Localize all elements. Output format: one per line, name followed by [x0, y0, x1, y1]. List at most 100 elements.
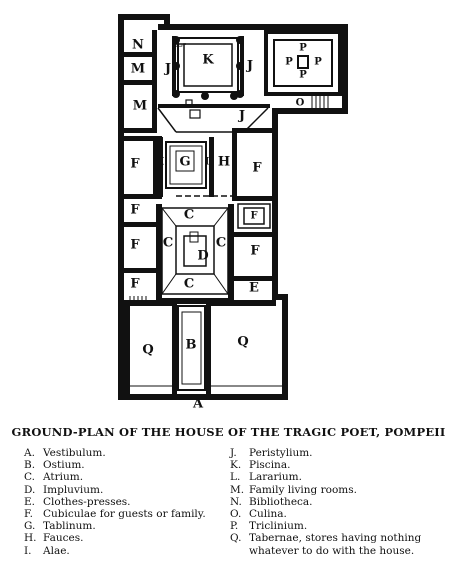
atrium-outline	[160, 207, 230, 295]
legend-key: K.	[230, 459, 242, 472]
legend-text: Triclinium.	[249, 520, 308, 533]
label-i-right: I	[205, 157, 210, 168]
legend-key: B.	[24, 459, 36, 472]
legend-item: P. Triclinium.	[230, 520, 442, 532]
floor-plan: N M M J K J J P P P P L O F G I I H F F …	[118, 14, 348, 412]
label-e: E	[249, 281, 259, 296]
legend-key: F.	[24, 508, 33, 521]
legend-text: Fauces.	[43, 532, 84, 545]
legend-item: K. Piscina.	[230, 459, 442, 471]
label-i-left: I	[160, 157, 165, 168]
legend-text: Ostium.	[43, 459, 85, 472]
legend-text: Alae.	[43, 544, 70, 557]
legend-item: E. Clothes-presses.	[24, 496, 224, 508]
legend-key: P.	[230, 520, 239, 533]
label-m-2: M	[133, 99, 147, 114]
room-labels: N M M J K J J P P P P L O F G I I H F F …	[130, 38, 322, 412]
label-q-right: Q	[237, 335, 248, 350]
label-p-bottom: P	[299, 70, 307, 81]
legend-text: Vestibulum.	[43, 447, 106, 459]
lararium-marks	[185, 99, 201, 119]
label-f-2: F	[252, 161, 262, 176]
label-j-lower: J	[238, 109, 245, 124]
legend-item: F. Cubiculae for guests or family.	[24, 508, 224, 520]
label-h: H	[218, 155, 230, 170]
legend-key: Q.	[230, 532, 242, 545]
legend-key: I.	[24, 544, 32, 557]
legend-item: D. Impluvium.	[24, 484, 224, 496]
legend-text: Atrium.	[43, 471, 84, 484]
label-p-left: P	[285, 57, 293, 68]
legend-item: J. Peristylium.	[230, 447, 442, 459]
legend-item: N. Bibliotheca.	[230, 496, 442, 508]
legend-item: L. Lararium.	[230, 471, 442, 483]
legend-text: Tabernae, stores having nothing whatever…	[249, 532, 422, 557]
label-f-7: F	[130, 277, 140, 292]
legend-text: Cubiculae for guests or family.	[43, 508, 206, 521]
legend-item: G. Tablinum.	[24, 520, 224, 532]
legend-item: C. Atrium.	[24, 471, 224, 483]
legend-text: Bibliotheca.	[249, 495, 313, 508]
legend-item: A. Vestibulum.	[24, 447, 224, 459]
legend-key: C.	[24, 471, 35, 484]
label-f-4: F	[250, 211, 257, 222]
legend-text: Culina.	[249, 508, 287, 521]
legend-key: L.	[230, 471, 241, 484]
label-c-bottom: C	[184, 277, 194, 292]
label-c-left: C	[163, 236, 173, 251]
label-f-6: F	[250, 244, 260, 259]
legend-key: A.	[24, 447, 35, 459]
label-j-right: J	[246, 59, 253, 74]
label-q-left: Q	[142, 343, 153, 358]
legend-text: Piscina.	[249, 459, 291, 472]
legend-text: Clothes-presses.	[43, 495, 131, 508]
label-j-left: J	[164, 62, 171, 77]
tablinum-outline	[165, 141, 232, 197]
floor-plan-drawing: N M M J K J J P P P P L O F G I I H F F …	[118, 14, 348, 412]
legend-text: Impluvium.	[43, 483, 104, 496]
stairs	[129, 94, 329, 304]
legend-key: D.	[24, 483, 36, 496]
portico-lines	[157, 43, 269, 133]
legend-item: B. Ostium.	[24, 459, 224, 471]
label-g: G	[179, 155, 190, 170]
label-l: L	[175, 39, 182, 50]
label-m-1: M	[131, 62, 145, 77]
legend-key: H.	[24, 532, 37, 545]
legend-key: O.	[230, 508, 242, 521]
legend-key: G.	[24, 520, 36, 533]
legend-key: N.	[230, 495, 242, 508]
legend-text: Lararium.	[249, 471, 302, 484]
label-c-right: C	[216, 236, 226, 251]
legend-right-column: J. Peristylium. K. Piscina. L. Lararium. M. Fam…	[230, 447, 442, 557]
legend-item: I. Alae.	[24, 545, 224, 557]
label-a: A	[192, 397, 204, 412]
label-f-1: F	[130, 157, 140, 172]
ostium-frame	[177, 305, 206, 391]
label-k: K	[202, 53, 214, 68]
legend-text: Tablinum.	[43, 520, 96, 533]
label-p-right: P	[314, 57, 322, 68]
legend-item: O. Culina.	[230, 508, 442, 520]
legend-key: E.	[24, 495, 36, 508]
peristyle-columns	[172, 36, 244, 100]
label-n: N	[132, 38, 144, 53]
label-c-top: C	[184, 208, 194, 223]
legend-item: Q. Tabernae, stores having nothing whatev…	[230, 532, 442, 556]
legend-item: M. Family living rooms.	[230, 484, 442, 496]
label-o: O	[296, 98, 305, 109]
label-b: B	[186, 338, 197, 353]
legend-key: M.	[230, 483, 245, 496]
legend-key: J.	[230, 447, 237, 459]
label-p-top: P	[299, 43, 307, 54]
figure-caption: GROUND-PLAN OF THE HOUSE OF THE TRAGIC P…	[11, 425, 446, 439]
legend-left-column: A. Vestibulum. B. Ostium. C. Atrium. D. Impluvi…	[24, 447, 224, 557]
label-f-5: F	[130, 238, 140, 253]
legend-text: Family living rooms.	[249, 483, 357, 496]
legend-item: H. Fauces.	[24, 532, 224, 544]
triclinium-walls	[264, 30, 342, 96]
legend-text: Peristylium.	[249, 447, 313, 459]
label-f-3: F	[130, 203, 140, 218]
cubicle-frame	[237, 203, 271, 229]
label-d: D	[197, 249, 208, 264]
